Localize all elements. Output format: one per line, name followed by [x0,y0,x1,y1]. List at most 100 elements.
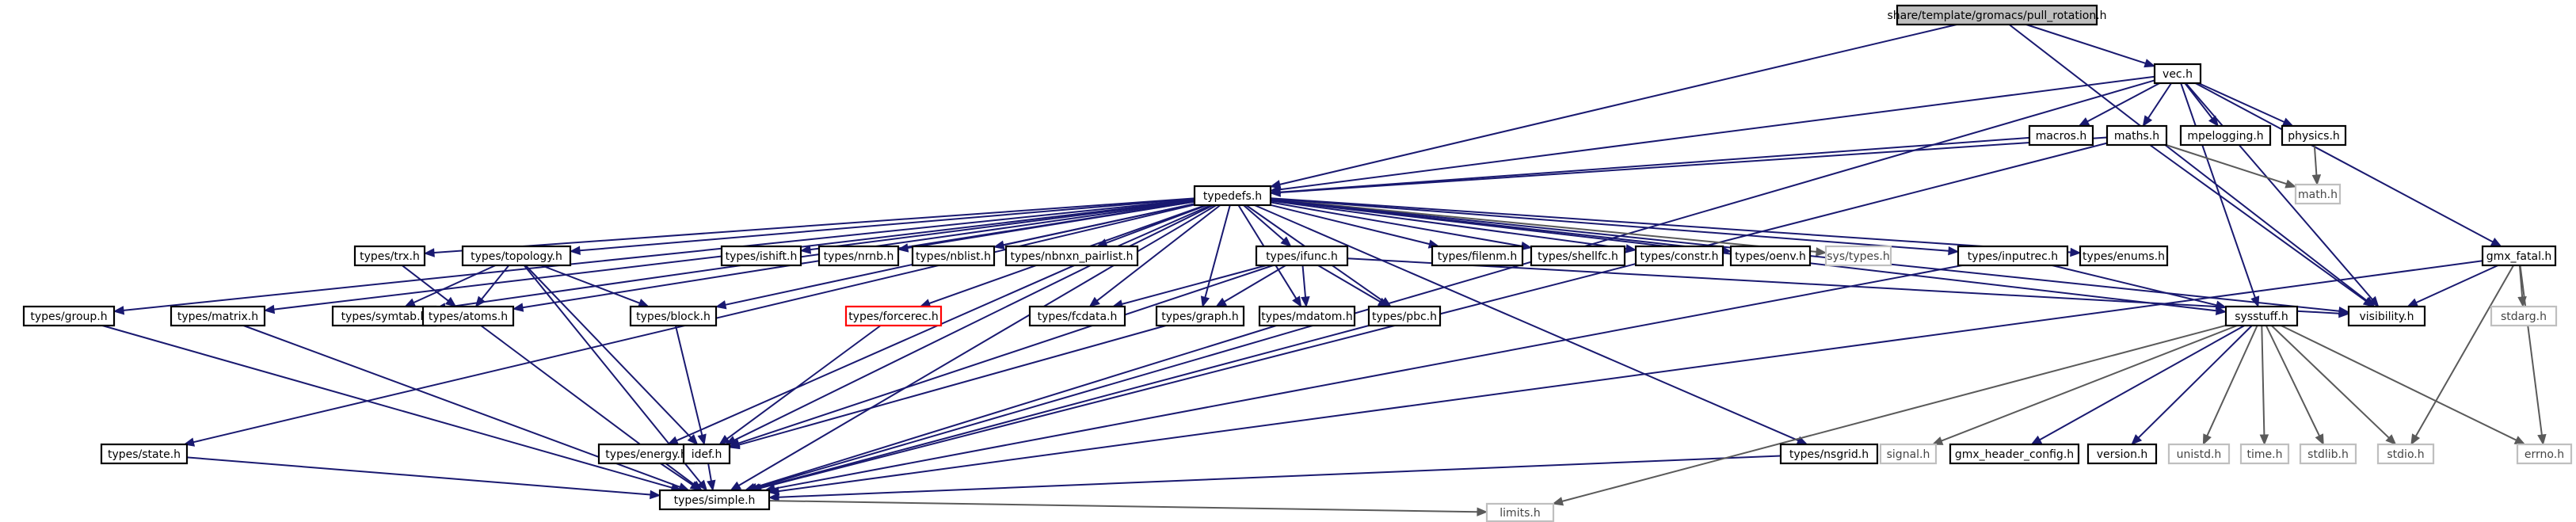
edge-typedefs-to-topology [569,198,1195,256]
edge-line [1561,324,2227,502]
node-label: types/nbnxn_pairlist.h [1010,250,1133,263]
node-sysstuff[interactable]: sysstuff.h [2224,305,2299,327]
node-trx[interactable]: types/trx.h [353,245,426,267]
edge-arrowhead-icon [2311,174,2322,186]
node-nrnb[interactable]: types/nrnb.h [817,245,900,267]
node-mdatom[interactable]: types/mdatom.h [1258,305,1356,327]
edge-arrowhead-icon [728,440,741,450]
node-fcdata[interactable]: types/fcdata.h [1028,305,1126,327]
node-graph[interactable]: types/graph.h [1155,305,1245,327]
node-label: types/oenv.h [1735,250,1806,263]
edge-line [524,265,692,438]
edge-gmx_fatal-to-errno [2519,265,2547,446]
edge-line [738,204,1218,486]
node-simple[interactable]: types/simple.h [658,489,771,511]
node-label: maths.h [2114,130,2159,143]
node-box [2167,443,2231,465]
edge-typedefs-to-shellfc [1270,201,1533,251]
node-label: types/nrnb.h [824,250,894,263]
node-box [2490,305,2558,327]
node-label: vec.h [2163,68,2193,81]
node-filenm[interactable]: types/filenm.h [1431,245,1524,267]
node-symtab[interactable]: types/symtab.h [331,305,437,327]
node-box [22,305,116,327]
edge-line [1279,136,2108,193]
edge-root-to-vec [2025,24,2156,68]
node-physics[interactable]: physics.h [2281,124,2347,147]
node-label: types/ishift.h [726,250,798,263]
node-label: gmx_fatal.h [2486,250,2552,263]
edge-arrowhead-icon [687,434,699,445]
node-topology[interactable]: types/topology.h [461,245,572,267]
edge-line [101,325,673,489]
node-nsgrid[interactable]: types/nsgrid.h [1779,443,1879,465]
node-label: unistd.h [2177,448,2222,461]
edge-arrowhead-icon [2202,433,2212,446]
node-label: types/energy.h [605,448,687,461]
edge-arrowhead-icon [799,245,812,254]
edge-ifunc-to-pbc [1317,265,1389,307]
node-label: types/pbc.h [1372,311,1437,323]
node-box [1879,443,1938,465]
edge-typedefs-to-constr [1270,200,1637,253]
edge-line [1270,197,2071,253]
node-label: physics.h [2288,130,2340,143]
edge-arrowhead-icon [2315,433,2324,446]
edge-line [2265,325,2320,436]
node-state[interactable]: types/state.h [100,443,189,465]
node-label: types/atoms.h [429,311,508,323]
edge-arrowhead-icon [2537,433,2547,446]
node-constr[interactable]: types/constr.h [1634,245,1724,267]
node-gmxcfg[interactable]: gmx_header_config.h [1949,443,2080,465]
edge-line [1096,204,1221,302]
edge-arrowhead-icon [1280,236,1292,247]
edge-line [676,204,1212,442]
edge-physics-to-math [2311,144,2322,186]
edge-arrowhead-icon [696,479,708,492]
node-visibility[interactable]: visibility.h [2347,305,2426,327]
node-ifunc[interactable]: types/ifunc.h [1255,245,1349,267]
node-shellfc[interactable]: types/shellfc.h [1530,245,1626,267]
edge-line [756,79,2155,489]
edge-gmx_fatal-to-visibility [2406,265,2499,307]
node-gmx_fatal[interactable]: gmx_fatal.h [2481,245,2557,267]
node-nbnxn[interactable]: types/nbnxn_pairlist.h [1004,245,1139,267]
node-pbc[interactable]: types/pbc.h [1367,305,1442,327]
node-ishift[interactable]: types/ishift.h [720,245,802,267]
edge-line [1279,75,2155,191]
node-idef[interactable]: idef.h [682,443,731,465]
node-vec[interactable]: vec.h [2153,63,2202,85]
edge-line [726,325,882,440]
edge-line [2039,325,2245,441]
edge-line [1003,203,1195,246]
edge-arrowhead-icon [1088,296,1100,307]
node-forcerec[interactable]: types/forcerec.h [844,305,943,327]
node-enums[interactable]: types/enums.h [2079,245,2169,267]
node-inputrec[interactable]: types/inputrec.h [1957,245,2069,267]
node-matrix[interactable]: types/matrix.h [170,305,266,327]
node-label: types/nsgrid.h [1789,448,1869,461]
node-oenv[interactable]: types/oenv.h [1729,245,1812,267]
edge-ifunc-to-graph [1215,265,1286,307]
edge-arrowhead-icon [1816,247,1827,257]
node-maths[interactable]: maths.h [2105,124,2168,147]
edge-arrowhead-icon [2385,434,2397,445]
node-nblist[interactable]: types/nblist.h [911,245,996,267]
node-macros[interactable]: macros.h [2028,124,2094,147]
edge-typedefs-to-nrnb [897,200,1195,253]
edge-ifunc-to-fcdata [1111,265,1267,309]
node-block[interactable]: types/block.h [629,305,718,327]
edge-arrowhead-icon [263,304,276,314]
node-label: signal.h [1887,448,1930,461]
edge-typedefs-to-group [112,199,1195,315]
node-group[interactable]: types/group.h [22,305,116,327]
node-mpelogging[interactable]: mpelogging.h [2179,124,2272,147]
node-typedefs[interactable]: typedefs.h [1193,185,1272,207]
node-version[interactable]: version.h [2086,443,2158,465]
edge-arrowhead-icon [1200,295,1210,308]
edge-topology-to-atoms [474,265,510,308]
edge-line [1270,204,1430,246]
node-energy[interactable]: types/energy.h [597,443,695,465]
node-atoms[interactable]: types/atoms.h [421,305,515,327]
node-root[interactable]: share/template/gromacs/pull_rotation.h [1887,4,2107,26]
